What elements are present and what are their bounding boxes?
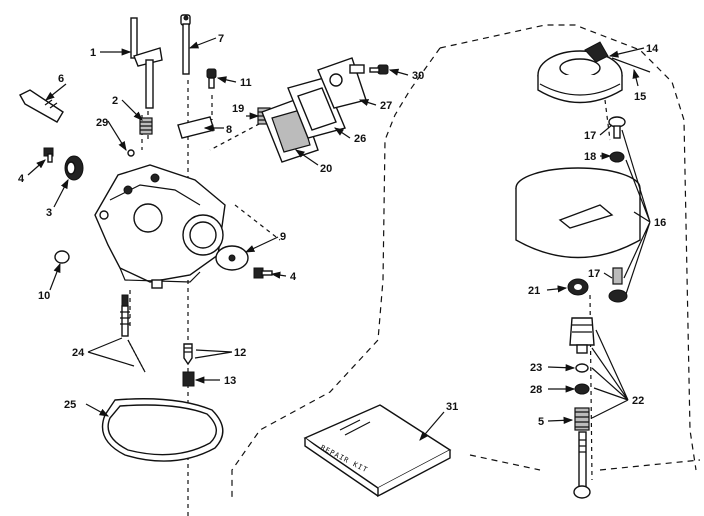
screw-4b-part	[253, 267, 273, 279]
choke-shaft-part	[180, 14, 191, 75]
callout-17b: 17	[588, 268, 600, 280]
float-bowl-16-part	[515, 167, 641, 259]
screw-4a-part	[43, 147, 54, 163]
callout-16: 16	[654, 217, 666, 229]
callout-22: 22	[632, 395, 644, 407]
needle-17-part	[608, 116, 626, 139]
callout-28: 28	[530, 384, 542, 396]
throttle-plate-part	[215, 245, 249, 271]
callout-25: 25	[64, 399, 76, 411]
spring-2-part	[139, 117, 153, 135]
main-adjust-needle-part	[573, 431, 591, 499]
spring-24-part	[127, 339, 146, 373]
callout-23: 23	[530, 362, 542, 374]
callout-29: 29	[96, 117, 108, 129]
bowl-fittings-17b-part	[608, 267, 628, 303]
bowl-nut-22-part	[569, 317, 595, 354]
callout-11: 11	[240, 77, 252, 89]
spring-5-part	[574, 407, 590, 431]
repair-kit-31-part: REPAIR KIT	[303, 404, 452, 498]
kit-dashed-line	[469, 454, 701, 471]
callout-1: 1	[90, 47, 96, 59]
float-14-part	[537, 41, 623, 104]
callout-27: 27	[380, 100, 392, 112]
washer-23-part	[575, 363, 589, 373]
washer-28-part	[574, 383, 590, 395]
callout-19: 19	[232, 103, 244, 115]
spring-13-part	[182, 371, 195, 387]
choke-plate-part	[177, 116, 215, 139]
callout-24: 24	[72, 347, 85, 359]
callout-15: 15	[634, 91, 646, 103]
callout-2: 2	[112, 95, 118, 107]
callout-3: 3	[46, 207, 52, 219]
washer-3-part	[64, 155, 84, 181]
screw-11-part	[206, 68, 217, 89]
callout-8: 8	[226, 124, 232, 136]
idle-needle-12-part	[183, 343, 193, 366]
callout-7: 7	[218, 33, 224, 45]
callout-5: 5	[538, 416, 544, 428]
callout-10: 10	[38, 290, 50, 302]
callout-4b: 4	[290, 271, 297, 283]
callout-13: 13	[224, 375, 236, 387]
callout-31: 31	[446, 401, 458, 413]
ball-29-part	[127, 149, 135, 157]
float-pin-15-part	[611, 57, 651, 73]
callout-14: 14	[646, 43, 659, 55]
gasket-26-part	[287, 77, 346, 139]
callout-9: 9	[280, 231, 286, 243]
screw-30-part	[369, 64, 389, 75]
callout-6: 6	[58, 73, 64, 85]
callout-4a: 4	[18, 173, 25, 185]
callout-20: 20	[320, 163, 332, 175]
callout-30: 30	[412, 70, 424, 82]
callout-12: 12	[234, 347, 246, 359]
gasket-25-part	[101, 398, 224, 462]
plug-10-part	[54, 250, 70, 264]
callout-21: 21	[528, 285, 540, 297]
carburetor-body-part	[94, 164, 226, 289]
seat-18-part	[609, 151, 625, 163]
callout-18: 18	[584, 151, 596, 163]
leader-lines	[27, 37, 651, 441]
throttle-shaft-part	[130, 17, 163, 109]
washer-21-part	[567, 278, 589, 296]
assembly-dashed-boundary	[231, 24, 697, 500]
callout-17a: 17	[584, 130, 596, 142]
main-jet-needle-part	[120, 294, 130, 337]
callout-26: 26	[354, 133, 366, 145]
idle-screw-part	[19, 89, 64, 123]
